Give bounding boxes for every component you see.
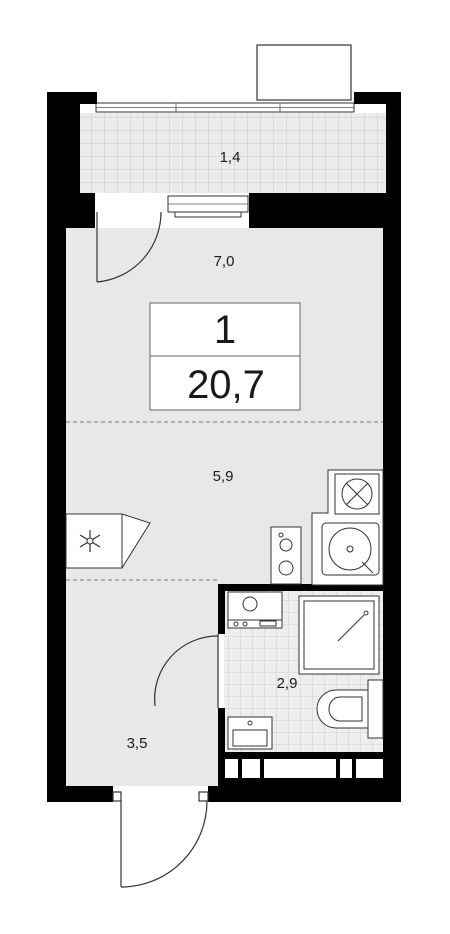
oven-x-icon: [334, 473, 380, 515]
entry-door: [112, 791, 209, 888]
hallway-area: 3,5: [127, 735, 148, 752]
living-room-area: 7,0: [214, 253, 235, 270]
hallway-floor: [66, 586, 218, 786]
snowflake-icon: [65, 513, 151, 569]
kitchen-counter: [311, 469, 384, 586]
basin-icon: [227, 716, 273, 750]
bathroom-area: 2,9: [277, 675, 298, 692]
balcony-floor: [80, 113, 386, 193]
balcony-area: 1,4: [220, 149, 241, 166]
washing-machine-icon: [227, 591, 283, 629]
walls: [47, 92, 401, 802]
kitchen-area: 5,9: [213, 468, 234, 485]
shower-tray-icon: [298, 595, 380, 675]
rooms-count: 1: [214, 308, 236, 352]
total-area: 20,7: [187, 363, 265, 407]
balcony-window-frame: [256, 44, 352, 101]
apartment-label-box: [149, 302, 301, 411]
cooktop-icon: [270, 526, 302, 585]
toilet-icon: [316, 679, 384, 739]
bathroom-door: [154, 634, 219, 708]
balcony-door: [96, 211, 162, 283]
ventilation-shafts: [225, 759, 383, 778]
sink-icon: [321, 522, 380, 576]
